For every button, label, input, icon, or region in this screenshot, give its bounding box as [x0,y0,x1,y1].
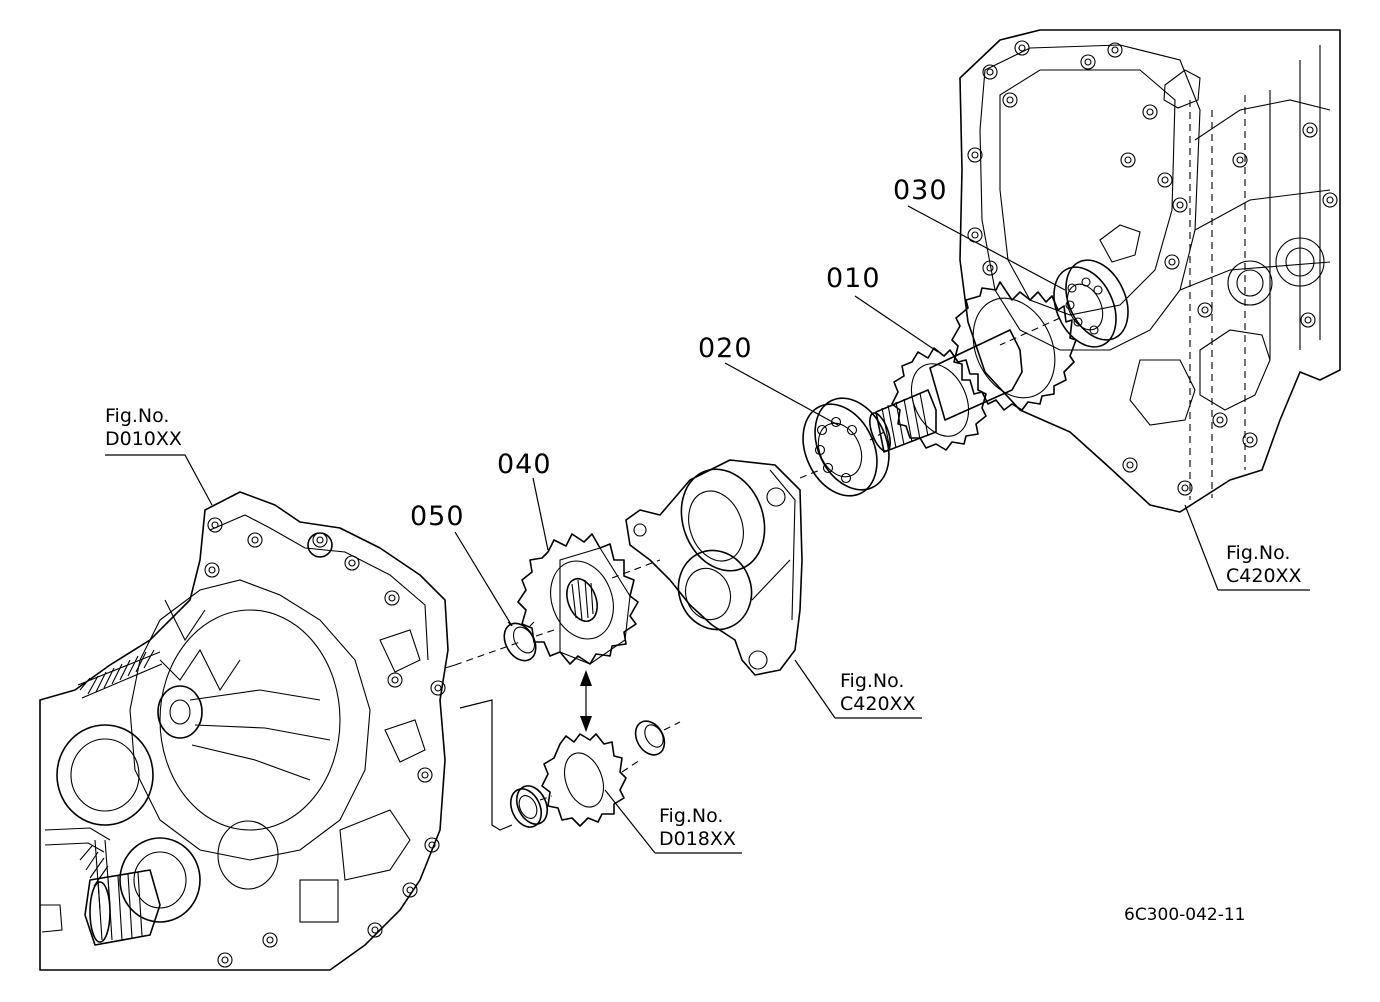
figure-ref-middle-bracket: Fig.No. C420XX [840,672,916,714]
left-transmission-housing [39,491,449,971]
figure-ref-label: Fig.No. [659,805,724,827]
part-label-050: 050 [410,501,465,532]
assembly-axis-lines [444,317,1061,831]
gear-shaft-010 [869,281,1077,453]
figure-ref-label: Fig.No. [840,670,905,692]
figure-ref-left-housing: Fig.No. D010XX [105,407,182,449]
figure-ref-code: C420XX [840,693,916,715]
part-label-020: 020 [698,333,753,364]
figure-ref-lower-gear: Fig.No. D018XX [659,807,736,849]
part-label-040: 040 [497,449,552,480]
part-label-030: 030 [893,175,948,206]
figure-ref-code: D010XX [105,428,182,450]
figure-ref-code: C420XX [1226,565,1302,587]
bearing-bracket [625,459,803,676]
snap-ring-050 [503,621,537,662]
bearing-020 [802,397,890,497]
part-label-010: 010 [826,263,881,294]
bearing-030 [1053,259,1129,348]
lower-gear-assembly [509,670,666,828]
leader-lines [105,205,1310,854]
right-transmission-housing [959,29,1341,513]
drawing-code: 6C300-042-11 [1124,905,1246,925]
figure-ref-label: Fig.No. [105,405,170,427]
figure-ref-code: D018XX [659,828,736,850]
figure-ref-right-housing: Fig.No. C420XX [1226,544,1302,586]
figure-ref-label: Fig.No. [1226,542,1291,564]
gear-040 [517,533,639,665]
